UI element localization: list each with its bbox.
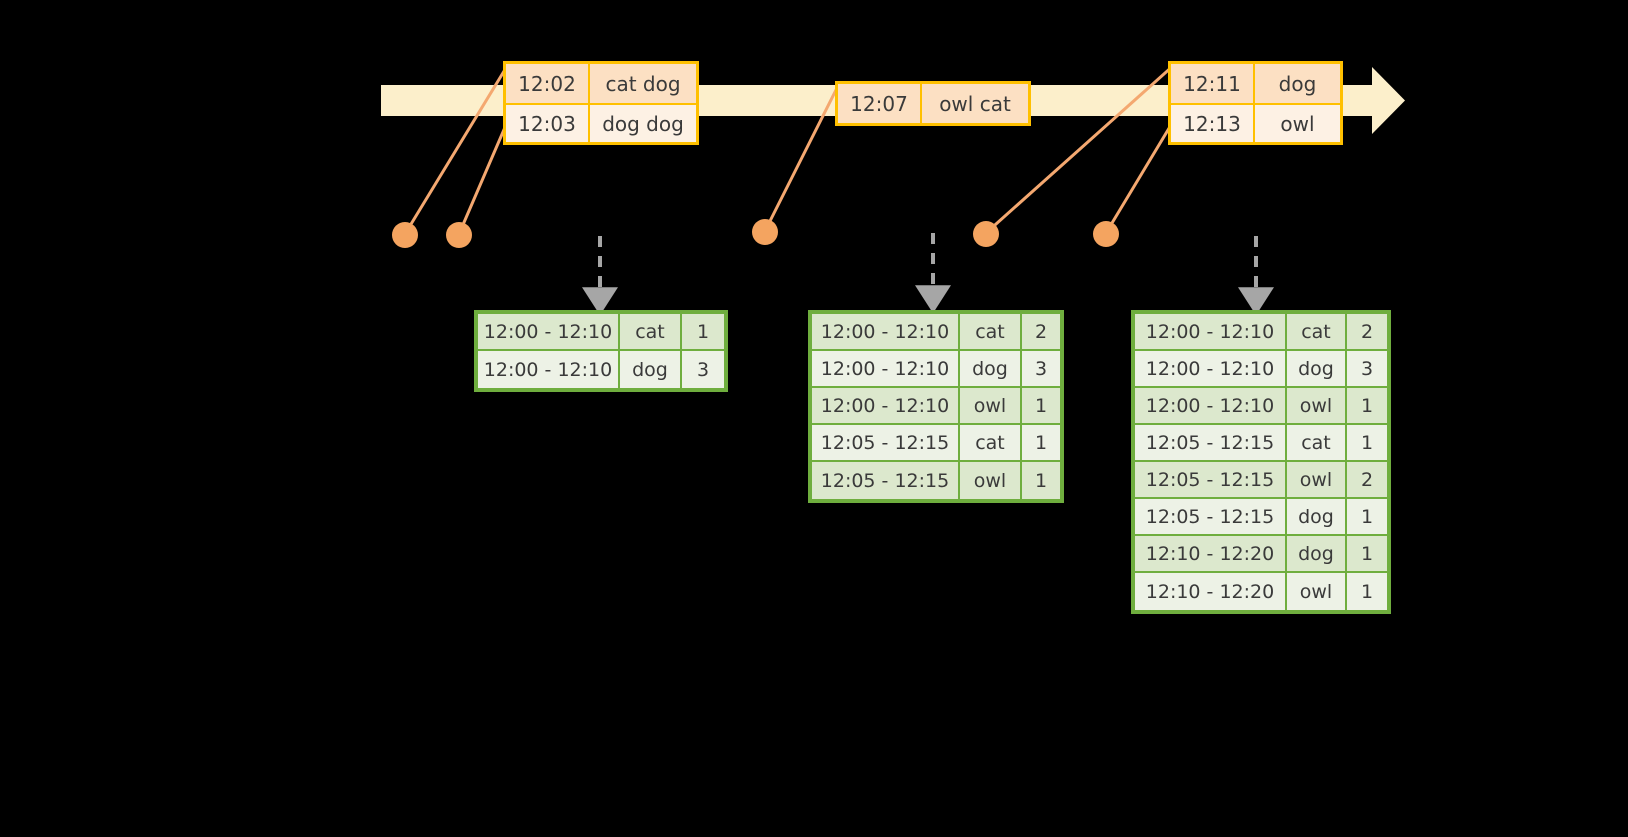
window-cell: 12:05 - 12:15 [1135, 462, 1287, 499]
event-group-3[interactable]: 12:11 dog 12:13 owl [1168, 61, 1343, 145]
window-cell: 12:05 - 12:15 [1135, 499, 1287, 536]
event-row[interactable]: 12:03 dog dog [506, 103, 696, 142]
count-cell: 2 [1347, 462, 1387, 499]
count-cell: 1 [1347, 536, 1387, 573]
table-row[interactable]: 12:05 - 12:15 owl 1 [812, 462, 1060, 499]
count-cell: 2 [1347, 314, 1387, 351]
window-cell: 12:05 - 12:15 [1135, 425, 1287, 462]
window-cell: 12:00 - 12:10 [478, 351, 620, 388]
event-dot-1 [392, 222, 418, 248]
table-row[interactable]: 12:05 - 12:15 dog 1 [1135, 499, 1387, 536]
count-cell: 3 [696, 358, 710, 381]
table-row[interactable]: 12:00 - 12:10 dog 3 [1135, 351, 1387, 388]
key-cell: cat [960, 314, 1022, 351]
event-row[interactable]: 12:13 owl [1171, 103, 1340, 142]
table-row[interactable]: 12:10 - 12:20 owl 1 [1135, 573, 1387, 610]
count-cell: 2 [1022, 314, 1060, 351]
table-row[interactable]: 12:00 - 12:10 cat 2 [1135, 314, 1387, 351]
window-cell: 12:00 - 12:10 [1135, 351, 1287, 388]
table-row[interactable]: 12:00 - 12:10 cat 1 [478, 314, 724, 351]
window-cell: 12:00 - 12:10 [478, 314, 620, 351]
table-row[interactable]: 12:00 - 12:10 owl 1 [1135, 388, 1387, 425]
key-cell: cat [960, 425, 1022, 462]
key-cell: dog [620, 351, 682, 388]
event-words: dog [1278, 71, 1317, 96]
key-cell: owl [960, 462, 1022, 499]
window-cell: 12:00 - 12:10 [812, 388, 960, 425]
window-cell: 12:00 - 12:10 [812, 314, 960, 351]
key-cell: owl [1287, 462, 1347, 499]
count-cell: 1 [1347, 499, 1387, 536]
event-dot-2 [446, 222, 472, 248]
table-row[interactable]: 12:00 - 12:10 cat 2 [812, 314, 1060, 351]
window-cell: 12:00 - 12:10 [1135, 314, 1287, 351]
table-row[interactable]: 12:10 - 12:20 dog 1 [1135, 536, 1387, 573]
table-row[interactable]: 12:00 - 12:10 owl 1 [812, 388, 1060, 425]
count-cell: 1 [1347, 425, 1387, 462]
event-words: owl cat [939, 91, 1011, 116]
event-marker-dots [392, 219, 1119, 248]
table-row[interactable]: 12:00 - 12:10 dog 3 [478, 351, 724, 388]
result-table-1[interactable]: 12:00 - 12:10 cat 1 12:00 - 12:10 dog 3 [474, 310, 728, 392]
count-cell: 1 [682, 314, 724, 351]
count-cell: 1 [1034, 469, 1048, 492]
event-time: 12:02 [506, 64, 590, 103]
window-cell: 12:00 - 12:10 [1135, 388, 1287, 425]
table-row[interactable]: 12:05 - 12:15 cat 1 [1135, 425, 1387, 462]
event-time: 12:13 [1171, 105, 1255, 142]
count-cell: 3 [1347, 351, 1387, 388]
event-row[interactable]: 12:02 cat dog [506, 64, 696, 103]
key-cell: dog [1287, 499, 1347, 536]
key-cell: dog [1287, 536, 1347, 573]
key-cell: dog [960, 351, 1022, 388]
event-row[interactable]: 12:11 dog [1171, 64, 1340, 103]
event-group-1[interactable]: 12:02 cat dog 12:03 dog dog [503, 61, 699, 145]
key-cell: owl [1287, 388, 1347, 425]
window-cell: 12:05 - 12:15 [812, 425, 960, 462]
table-row[interactable]: 12:05 - 12:15 owl 2 [1135, 462, 1387, 499]
event-words: owl [1280, 111, 1315, 136]
table-row[interactable]: 12:00 - 12:10 dog 3 [812, 351, 1060, 388]
event-dot-5 [1093, 221, 1119, 247]
key-cell: owl [1287, 573, 1347, 610]
count-cell: 1 [1347, 388, 1387, 425]
event-time: 12:03 [506, 105, 590, 142]
window-cell: 12:00 - 12:10 [812, 351, 960, 388]
count-cell: 1 [1022, 388, 1060, 425]
window-cell: 12:10 - 12:20 [1135, 536, 1287, 573]
event-time: 12:11 [1171, 64, 1255, 103]
event-words: cat dog [605, 71, 681, 96]
table-row[interactable]: 12:05 - 12:15 cat 1 [812, 425, 1060, 462]
window-cell: 12:05 - 12:15 [812, 462, 960, 499]
key-cell: cat [620, 314, 682, 351]
key-cell: dog [1287, 351, 1347, 388]
window-cell: 12:10 - 12:20 [1135, 573, 1287, 610]
result-table-2[interactable]: 12:00 - 12:10 cat 2 12:00 - 12:10 dog 3 … [808, 310, 1064, 503]
event-row[interactable]: 12:07 owl cat [838, 84, 1028, 123]
event-words: dog dog [602, 111, 684, 136]
event-group-2[interactable]: 12:07 owl cat [835, 81, 1031, 126]
key-cell: owl [960, 388, 1022, 425]
result-table-3[interactable]: 12:00 - 12:10 cat 2 12:00 - 12:10 dog 3 … [1131, 310, 1391, 614]
key-cell: cat [1287, 425, 1347, 462]
result-dashed-arrows [582, 233, 1274, 316]
key-cell: cat [1287, 314, 1347, 351]
event-time: 12:07 [838, 84, 922, 123]
count-cell: 1 [1022, 425, 1060, 462]
count-cell: 1 [1360, 580, 1374, 603]
event-dot-3 [752, 219, 778, 245]
event-dot-4 [973, 221, 999, 247]
count-cell: 3 [1022, 351, 1060, 388]
